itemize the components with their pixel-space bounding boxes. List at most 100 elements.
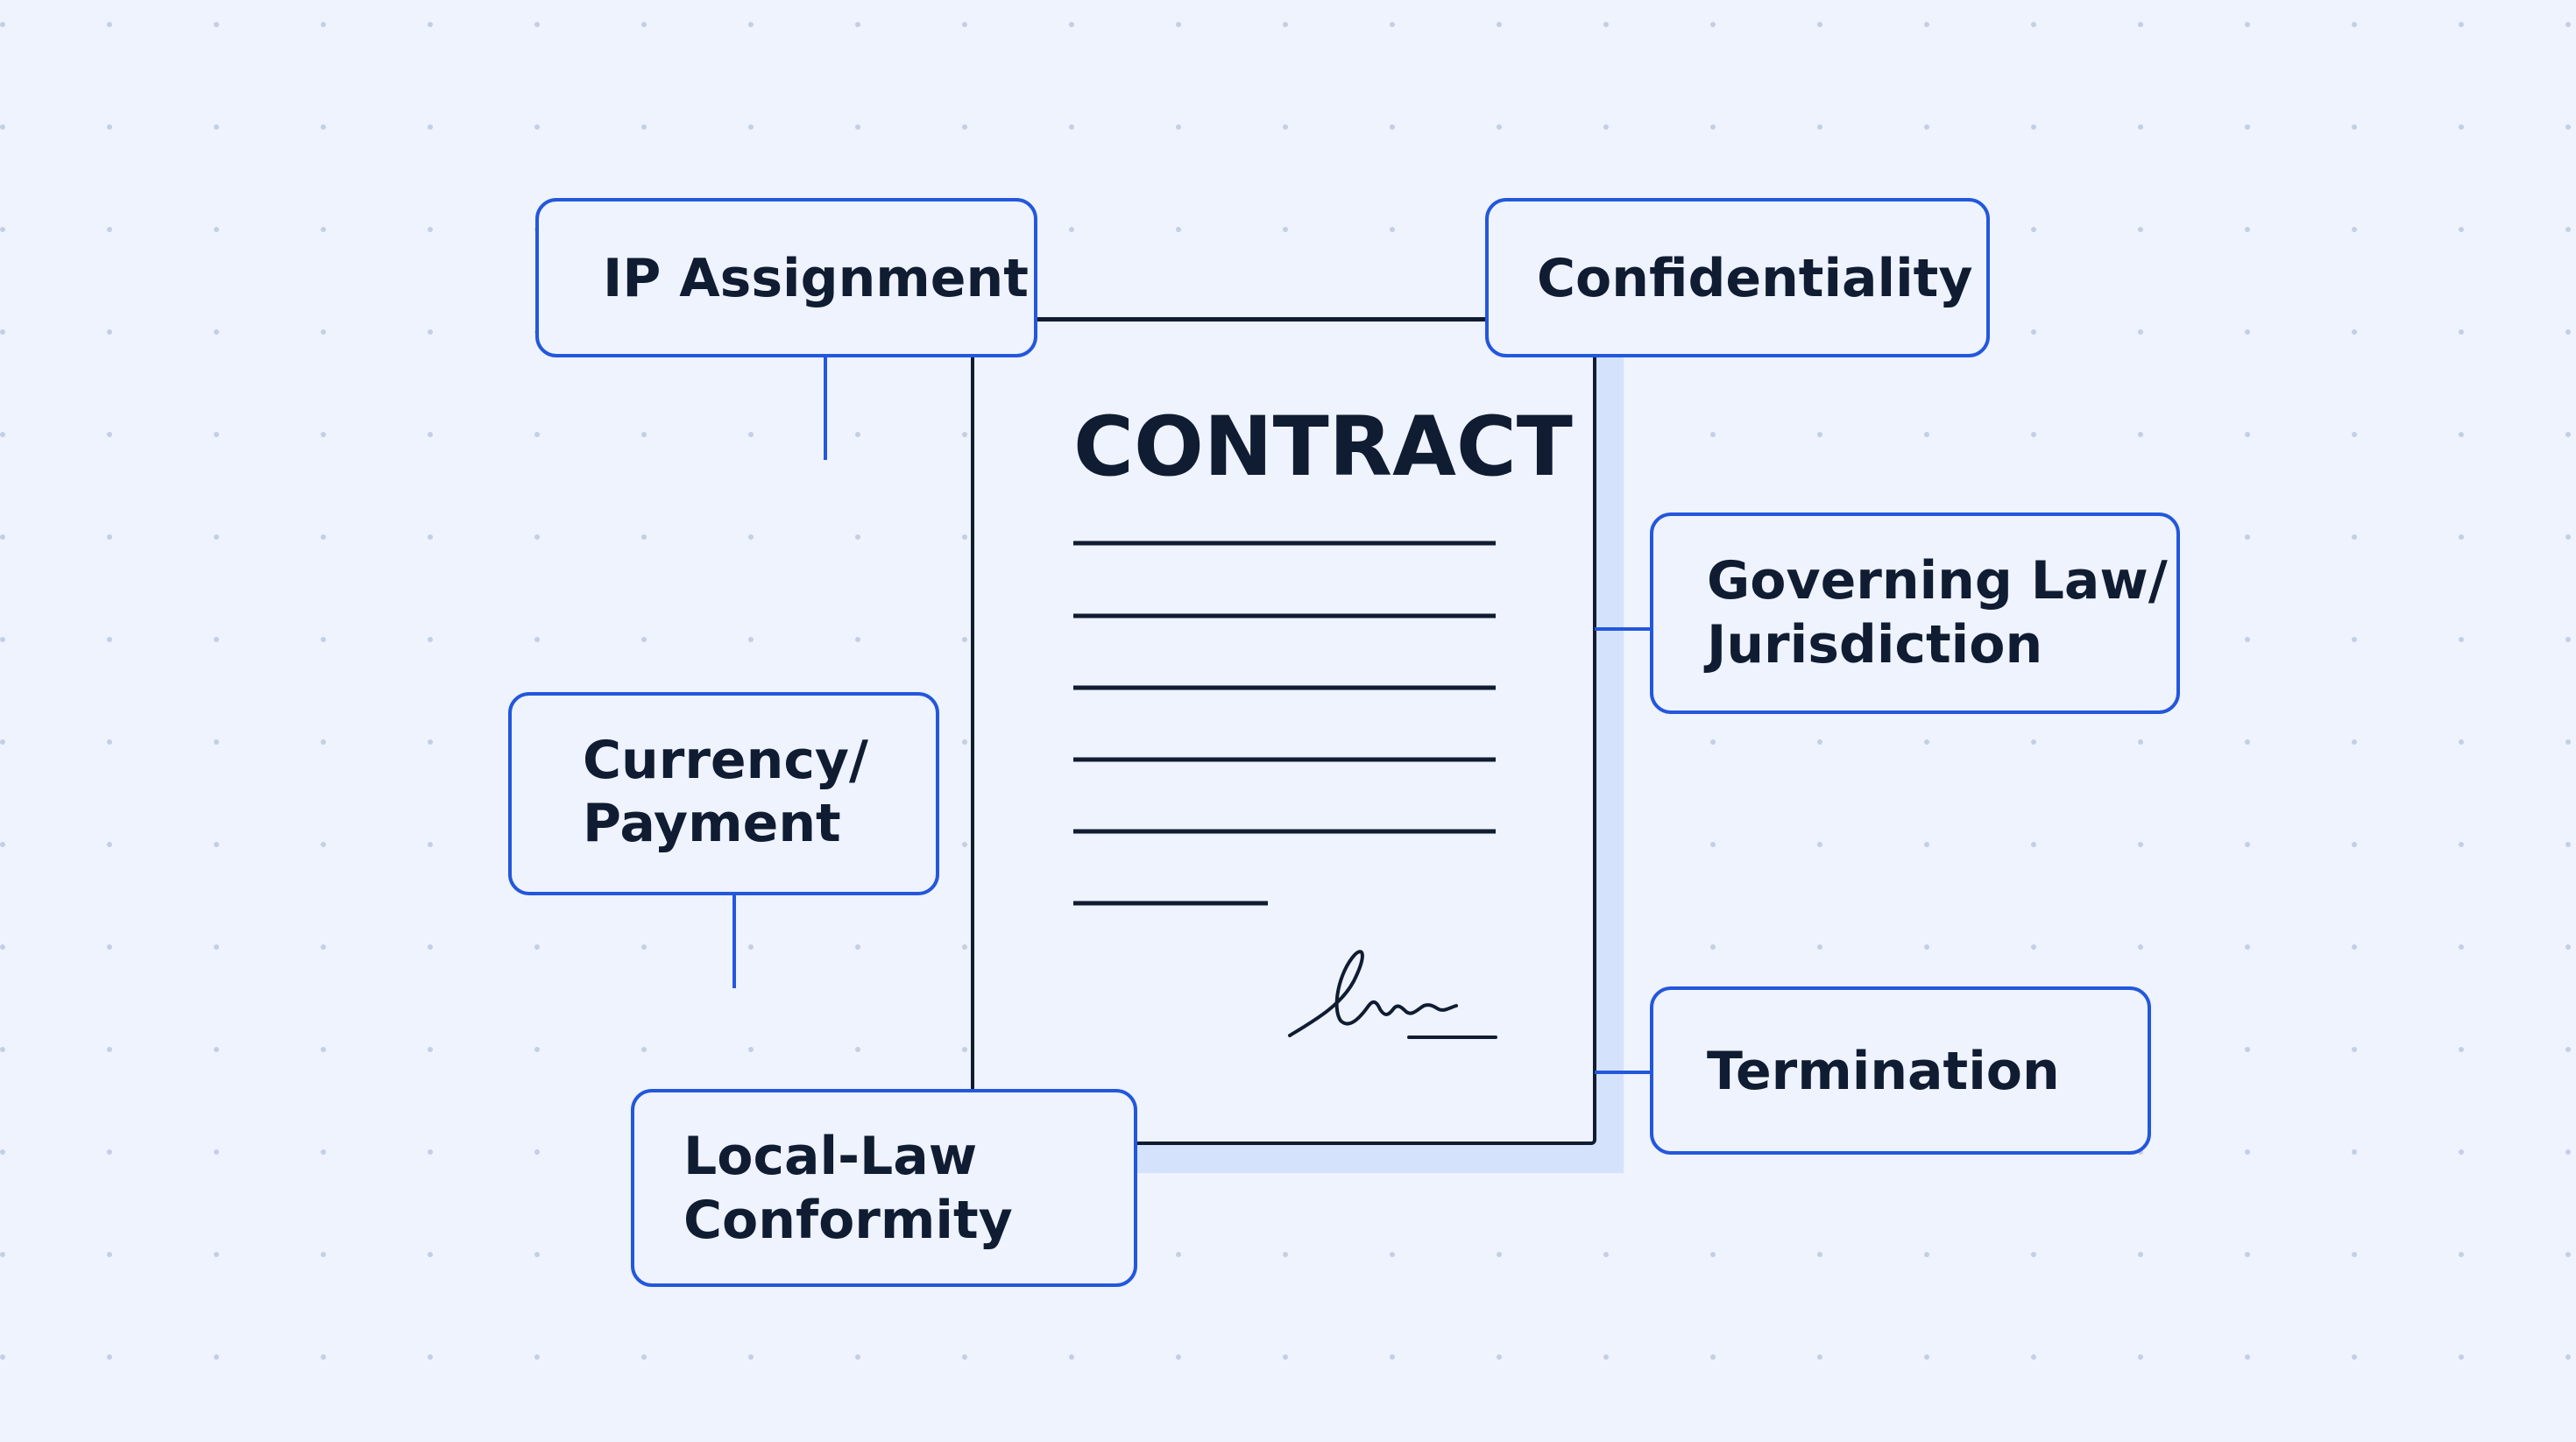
grid-dot (2352, 1047, 2357, 1052)
grid-dot (107, 329, 112, 335)
grid-dot (1069, 124, 1074, 130)
grid-dot (2352, 1252, 2357, 1257)
clause-label-ip-assignment: IP Assignment (603, 248, 1029, 309)
grid-dot (1176, 124, 1181, 130)
grid-dot (1603, 1354, 1609, 1360)
grid-dot (534, 637, 540, 642)
grid-dot (1817, 124, 1822, 130)
grid-dot (2459, 842, 2464, 847)
grid-dot (0, 22, 5, 27)
grid-dot (748, 432, 754, 437)
grid-dot (2565, 22, 2571, 27)
grid-dot (2031, 1354, 2036, 1360)
grid-dot (2245, 124, 2250, 130)
grid-dot (2565, 944, 2571, 950)
grid-dot (1390, 1354, 1395, 1360)
grid-dot (321, 124, 326, 130)
grid-dot (107, 944, 112, 950)
clause-label-governing-law-line2: Jurisdiction (1703, 614, 2042, 675)
grid-dot (428, 227, 433, 232)
grid-dot (107, 227, 112, 232)
grid-dot (1069, 22, 1074, 27)
grid-dot (2352, 227, 2357, 232)
grid-dot (855, 1047, 860, 1052)
grid-dot (1603, 124, 1609, 130)
grid-dot (107, 1149, 112, 1155)
grid-dot (1817, 739, 1822, 745)
grid-dot (2245, 329, 2250, 335)
grid-dot (428, 124, 433, 130)
grid-dot (1390, 124, 1395, 130)
grid-dot (1176, 1354, 1181, 1360)
grid-dot (748, 1047, 754, 1052)
grid-dot (641, 22, 647, 27)
signature-icon (1288, 950, 1497, 1039)
grid-dot (428, 534, 433, 540)
grid-dot (855, 22, 860, 27)
grid-dot (2459, 124, 2464, 130)
grid-dot (1283, 1354, 1288, 1360)
grid-dot (2138, 944, 2143, 950)
grid-dot (641, 124, 647, 130)
clause-label-local-law-line1: Local-Law (683, 1126, 977, 1187)
grid-dot (2138, 1252, 2143, 1257)
grid-dot (1924, 944, 1929, 950)
grid-dot (214, 1252, 219, 1257)
grid-dot (428, 432, 433, 437)
grid-dot (321, 944, 326, 950)
grid-dot (2031, 739, 2036, 745)
grid-dot (1924, 842, 1929, 847)
clause-label-confidentiality: Confidentiality (1537, 248, 1972, 309)
grid-dot (962, 534, 967, 540)
grid-dot (1924, 1252, 1929, 1257)
grid-dot (2245, 1354, 2250, 1360)
grid-dot (2031, 329, 2036, 335)
grid-dot (748, 124, 754, 130)
grid-dot (1710, 432, 1716, 437)
clause-box (535, 198, 1037, 357)
grid-dot (2138, 329, 2143, 335)
grid-dot (0, 1354, 5, 1360)
grid-dot (748, 1354, 754, 1360)
grid-dot (1390, 227, 1395, 232)
grid-dot (2031, 1252, 2036, 1257)
grid-dot (321, 1149, 326, 1155)
grid-dot (321, 22, 326, 27)
grid-dot (214, 1354, 219, 1360)
grid-dot (2459, 22, 2464, 27)
clause-label-governing-law-line1: Governing Law/ (1707, 550, 2168, 611)
grid-dot (2138, 739, 2143, 745)
clause-label-local-law-line2: Conformity (683, 1190, 1013, 1251)
grid-dot (2459, 1252, 2464, 1257)
grid-dot (321, 227, 326, 232)
grid-dot (2352, 842, 2357, 847)
grid-dot (2138, 1354, 2143, 1360)
grid-dot (534, 1252, 540, 1257)
grid-dot (2138, 22, 2143, 27)
grid-dot (2245, 739, 2250, 745)
grid-dot (321, 1047, 326, 1052)
grid-dot (214, 739, 219, 745)
grid-dot (855, 432, 860, 437)
grid-dot (1710, 1354, 1716, 1360)
grid-dot (2245, 637, 2250, 642)
grid-dot (1283, 1252, 1288, 1257)
grid-dot (2031, 124, 2036, 130)
grid-dot (2138, 842, 2143, 847)
grid-dot (2459, 1047, 2464, 1052)
grid-dot (962, 432, 967, 437)
grid-dot (0, 329, 5, 335)
grid-dot (1603, 22, 1609, 27)
clause-box (1650, 986, 2151, 1155)
grid-dot (214, 944, 219, 950)
grid-dot (855, 1354, 860, 1360)
grid-dot (214, 124, 219, 130)
grid-dot (321, 637, 326, 642)
document-text-lines (1073, 541, 1496, 906)
grid-dot (107, 637, 112, 642)
clause-ip-assignment: IP Assignment (535, 198, 1037, 357)
grid-dot (214, 842, 219, 847)
grid-dot (1817, 432, 1822, 437)
grid-dot (2031, 432, 2036, 437)
